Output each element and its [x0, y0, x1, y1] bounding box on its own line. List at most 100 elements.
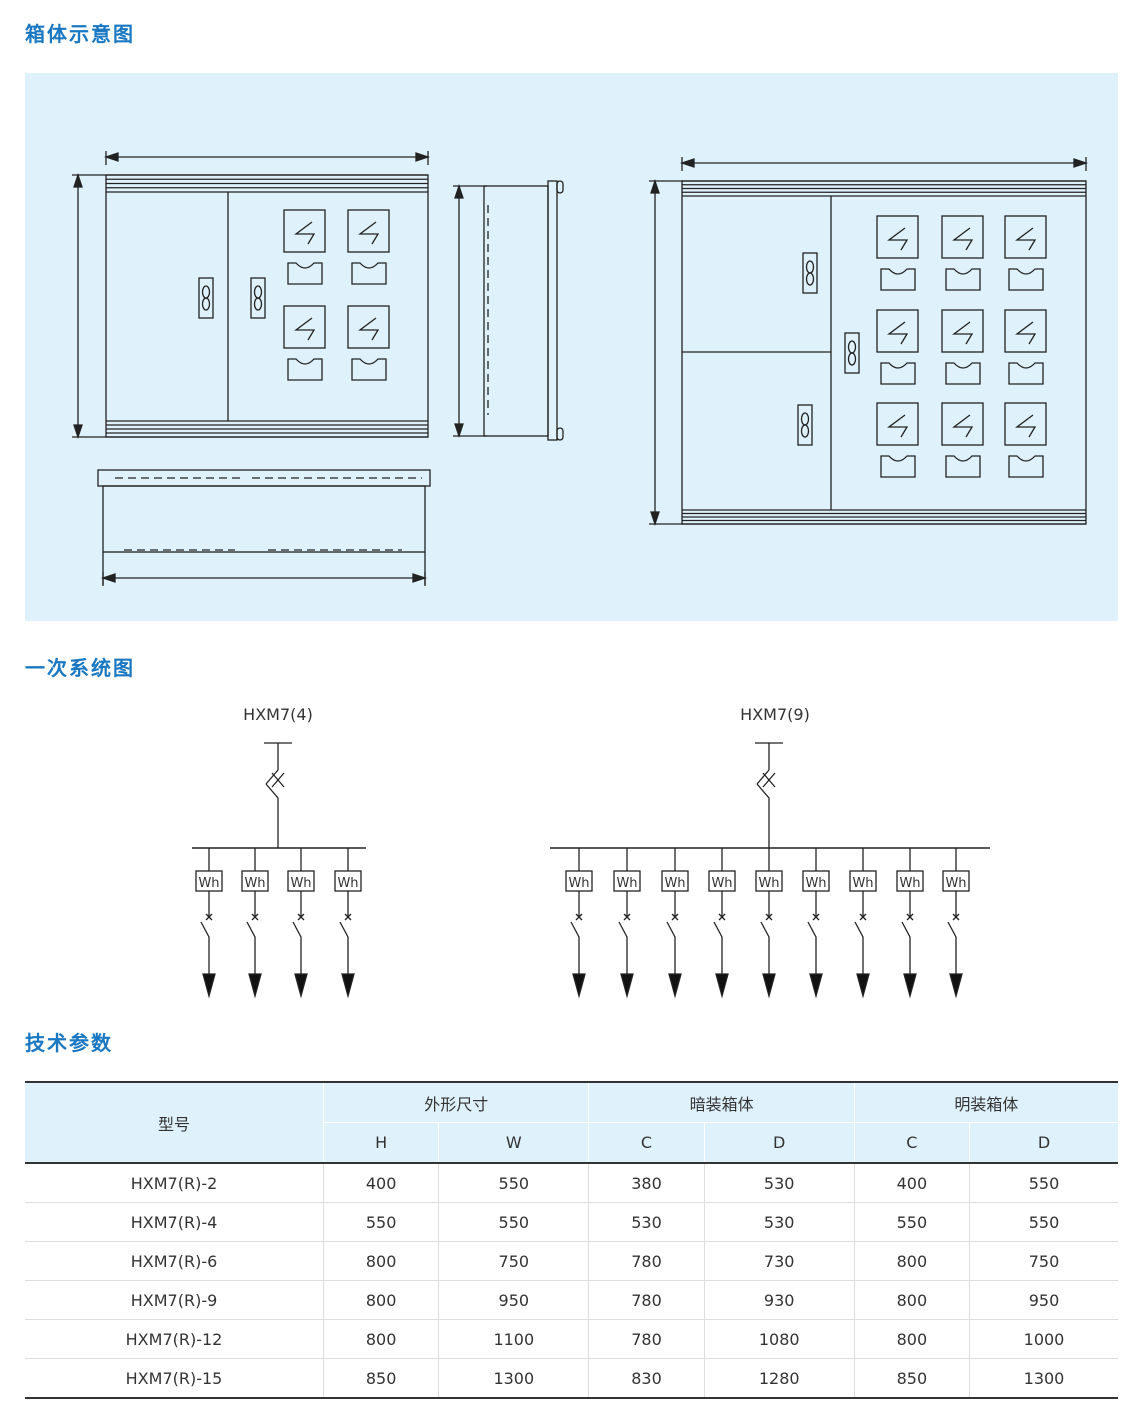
door-handle: [844, 332, 860, 374]
main-breaker-icon: [756, 769, 770, 785]
switch-symbol-icon: [358, 221, 380, 245]
table-cell: 830: [588, 1358, 705, 1399]
table-cell: 800: [853, 1241, 970, 1281]
door-handle: [797, 404, 813, 446]
meter-window: [1004, 309, 1047, 353]
handle-icon: [800, 424, 810, 438]
meter-window: [283, 209, 326, 253]
outgoing-arrow-icon: [715, 973, 729, 999]
meter-label: Wh: [852, 876, 873, 891]
table-cell: 1080: [703, 1319, 855, 1359]
meter-window: [941, 215, 984, 259]
breaker-x: [812, 913, 820, 921]
top-view-body: [102, 485, 426, 553]
header-sub: D: [969, 1122, 1118, 1164]
table-cell: 780: [588, 1241, 705, 1281]
handle-icon: [847, 352, 857, 366]
feeder-switch: [339, 921, 349, 975]
switch-symbol-icon: [358, 317, 380, 341]
feeder-switch: [570, 921, 580, 975]
side-view-outline: [483, 185, 549, 437]
switch-symbol-icon: [294, 317, 316, 341]
outgoing-arrow-icon: [248, 973, 262, 999]
header-sub: W: [438, 1122, 589, 1164]
breaker-slot: [1008, 455, 1044, 478]
model-cell: HXM7(R)-6: [25, 1241, 324, 1281]
header-sub: C: [588, 1122, 705, 1164]
meter-window: [347, 305, 390, 349]
switch-symbol-icon: [1015, 321, 1037, 345]
header-model: 型号: [25, 1081, 324, 1164]
feeder-switch: [760, 921, 770, 975]
meter-label: Wh: [616, 876, 637, 891]
handle-icon: [805, 260, 815, 274]
switch-symbol-icon: [1015, 227, 1037, 251]
switch-symbol-icon: [887, 414, 909, 438]
table-cell: 850: [322, 1358, 439, 1399]
feeder-switch: [947, 921, 957, 975]
table-cell: 550: [853, 1202, 970, 1242]
meter-window: [941, 402, 984, 446]
header-group: 暗装箱体: [588, 1081, 855, 1123]
header-sub: H: [322, 1122, 439, 1164]
breaker-slot: [1008, 362, 1044, 385]
arrow-head: [103, 152, 119, 162]
table-cell: 800: [322, 1319, 439, 1359]
table-cell: 550: [438, 1202, 589, 1242]
table-cell: 1300: [438, 1358, 589, 1399]
outgoing-arrow-icon: [294, 973, 308, 999]
meter-label: Wh: [244, 876, 265, 891]
breaker-x: [765, 913, 773, 921]
breaker-x: [671, 913, 679, 921]
meter-label: Wh: [805, 876, 826, 891]
breaker-slot: [880, 362, 916, 385]
meter-label: Wh: [568, 876, 589, 891]
table-cell: 800: [853, 1280, 970, 1320]
hinge: [556, 427, 564, 441]
arrow-head: [454, 183, 464, 199]
table-cell: 780: [588, 1280, 705, 1320]
breaker-slot: [287, 358, 323, 381]
breaker-x: [344, 913, 352, 921]
feed-line: [756, 783, 770, 848]
door-handle: [250, 277, 266, 319]
meter-window: [283, 305, 326, 349]
meter-window: [941, 309, 984, 353]
switch-symbol-icon: [952, 414, 974, 438]
breaker-x: [859, 913, 867, 921]
switch-symbol-icon: [887, 321, 909, 345]
table-cell: 1280: [703, 1358, 855, 1399]
breaker-slot: [880, 455, 916, 478]
feeder-switch: [901, 921, 911, 975]
table-cell: 380: [588, 1163, 705, 1203]
handle-icon: [253, 285, 263, 299]
header-sub: D: [703, 1122, 855, 1164]
table-cell: 530: [703, 1163, 855, 1203]
switch-symbol-icon: [887, 227, 909, 251]
meter-label: Wh: [899, 876, 920, 891]
table-cell: 850: [853, 1358, 970, 1399]
breaker-slot: [945, 362, 981, 385]
arrow-head: [412, 573, 428, 583]
handle-icon: [253, 297, 263, 311]
outgoing-arrow-icon: [620, 973, 634, 999]
meter-window: [347, 209, 390, 253]
table-cell: 400: [853, 1163, 970, 1203]
table-cell: 550: [438, 1163, 589, 1203]
heading-parameters: 技术参数: [25, 1031, 113, 1055]
arrow-head: [454, 423, 464, 439]
feeder-switch: [666, 921, 676, 975]
table-cell: 550: [969, 1202, 1118, 1242]
feeder-switch: [618, 921, 628, 975]
table-cell: 950: [969, 1280, 1118, 1320]
table-cell: 530: [703, 1202, 855, 1242]
breaker-slot: [351, 262, 387, 285]
meter-label: Wh: [664, 876, 685, 891]
meter-label: Wh: [758, 876, 779, 891]
